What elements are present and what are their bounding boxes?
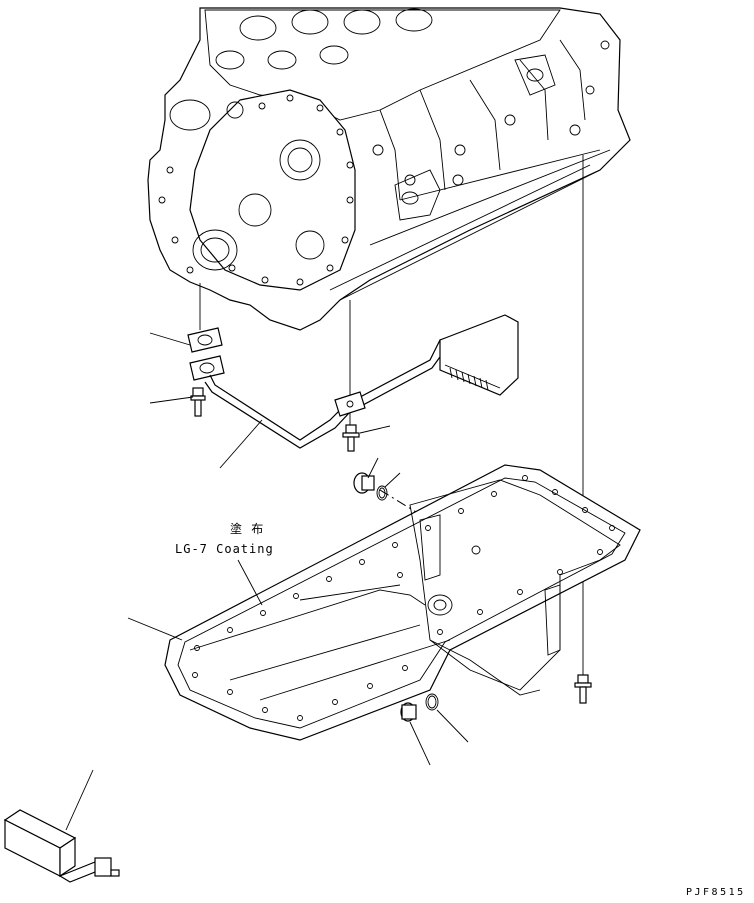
pan-bolt: [574, 674, 592, 704]
coating-label-jp: 塗 布: [230, 521, 264, 536]
o-ring-lower: [425, 693, 439, 711]
strainer-gasket-lower: [189, 355, 225, 381]
suction-tube: [204, 314, 519, 449]
bracket-bolt: [342, 424, 360, 452]
drain-plug-lower: [400, 702, 417, 722]
engine-block: [147, 7, 631, 331]
gauge-tool: [3, 809, 120, 883]
coating-label-en: LG-7 Coating: [175, 542, 274, 556]
strainer-gasket-upper: [187, 327, 223, 353]
drain-plug-upper: [353, 472, 375, 494]
oil-pan: [164, 464, 641, 741]
o-ring-upper: [376, 485, 388, 501]
leader-lines: [65, 332, 469, 831]
drawing-code: PJF8515: [686, 887, 746, 898]
strainer-bolt: [190, 387, 206, 417]
